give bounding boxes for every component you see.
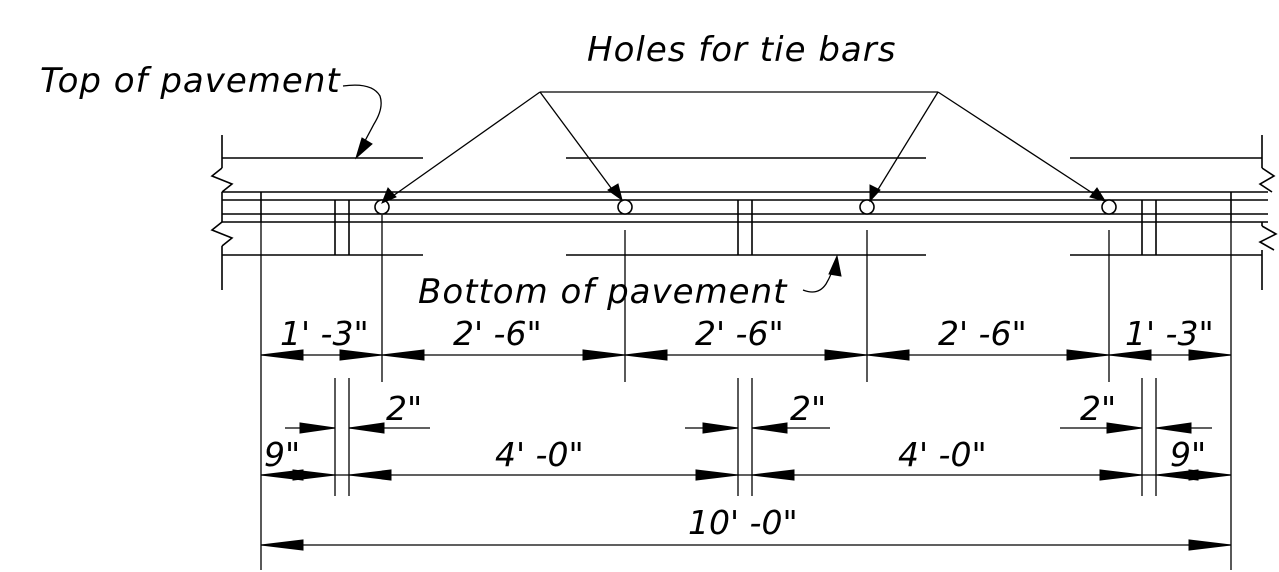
left-break-line: [210, 135, 234, 290]
top-of-pavement-leader: [342, 84, 382, 160]
hole-2: [617, 199, 633, 215]
right-break-line: [1258, 135, 1278, 290]
bottom-of-pavement-label: Bottom of pavement: [418, 272, 788, 312]
dim-label-hole-spacing-3: 2' -6": [695, 314, 784, 353]
dim-label-overall: 10' -0": [688, 503, 798, 542]
dim-label-offset-right: 9": [1170, 435, 1206, 474]
dim-label-joint-width-2: 2": [790, 389, 826, 428]
dim-label-offset-left: 9": [264, 435, 300, 474]
dim-label-hole-spacing-4: 2' -6": [938, 314, 1027, 353]
dim-label-joint-spacing-1: 4' -0": [495, 435, 584, 474]
dim-row-joint-width: [285, 422, 1212, 434]
joint-center: [737, 200, 753, 255]
dim-row-joint-spacing: [260, 469, 1232, 481]
dim-label-joint-spacing-2: 4' -0": [898, 435, 987, 474]
dim-label-hole-spacing-2: 2' -6": [453, 314, 542, 353]
extension-lines: [260, 215, 1232, 570]
hole-3: [859, 199, 875, 215]
dim-row-hole-spacing: [260, 349, 1232, 361]
top-of-pavement-label: Top of pavement: [40, 61, 341, 101]
dim-row-overall: [260, 539, 1232, 551]
holes-leader-lines: [381, 91, 1107, 204]
hole-4: [1101, 199, 1117, 215]
dim-label-joint-width-1: 2": [386, 389, 422, 428]
bottom-of-pavement-leader: [802, 254, 842, 293]
holes-for-tie-bars-label: Holes for tie bars: [587, 30, 896, 70]
joint-left: [334, 200, 350, 255]
dim-label-joint-width-3: 2": [1080, 389, 1116, 428]
dim-label-hole-spacing-1: 1' -3": [280, 314, 369, 353]
tie-bar-holes: [374, 199, 1117, 215]
hole-1: [374, 199, 390, 215]
joint-right: [1141, 200, 1157, 255]
dim-label-hole-spacing-5: 1' -3": [1125, 314, 1214, 353]
